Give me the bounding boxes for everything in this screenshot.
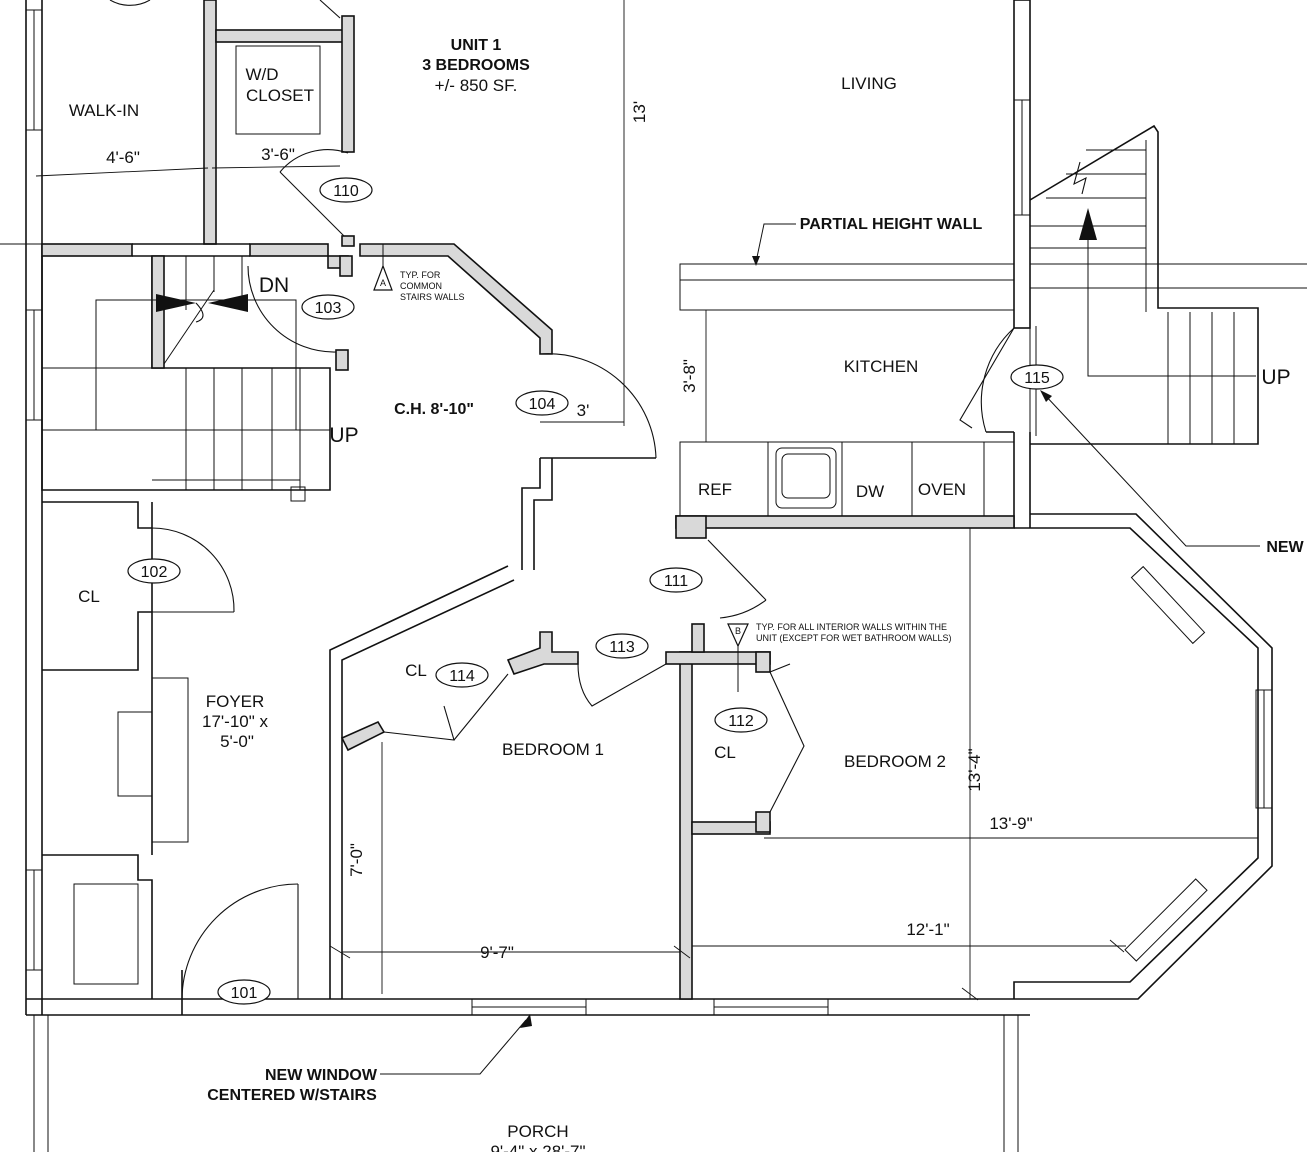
closet-112-label: CL [714,743,736,762]
foyer-label: FOYER [206,692,265,711]
door-tag-115: 115 [1024,370,1050,387]
bedroom-2-label: BEDROOM 2 [844,752,946,771]
dim-bedroom-2-inner: 12'-1" [906,920,949,939]
wall-tag-b: B TYP. FOR ALL INTERIOR WALLS WITHIN THE… [727,622,952,648]
wall-tag-a-note-3: STAIRS WALLS [400,292,465,302]
bedroom-1-label: BEDROOM 1 [502,740,604,759]
door-tag-110: 110 [333,183,359,200]
porch-size: 9'-4" x 28'-7" [490,1142,585,1152]
dim-kitchen-depth: 3'-8" [680,359,699,393]
dim-bedroom-2-depth: 13'-4" [965,748,984,791]
leaders [0,223,1260,1075]
kitchen-label: KITCHEN [844,357,919,376]
down-arrow-left [208,294,248,312]
stairs-down-label: DN [259,274,289,297]
stairs-up-right-label: UP [1261,366,1290,389]
sink-icon [775,447,837,509]
unit-area: +/- 850 SF. [435,76,518,95]
stair-treads [42,256,330,502]
bedroom-1 [329,565,771,1000]
bedroom-2 [691,528,1258,1001]
door-tag-114: 114 [449,668,475,685]
wall-tag-b-letter: B [735,626,741,636]
closet-114-label: CL [405,661,427,680]
exterior-walls [25,0,1273,1152]
room-labels: UNIT 1 3 BEDROOMS +/- 850 SF. WALK-IN W/… [69,37,966,1152]
door-tag-111: 111 [664,573,688,590]
common-hall [359,0,657,570]
foyer [42,670,299,1015]
door-tag-104: 104 [529,396,556,413]
wall-tag-a-note-2: COMMON [400,281,442,291]
note-labels: DN UP UP PARTIAL HEIGHT WALL NEW NEW WIN… [207,216,1304,1104]
door-tag-101: 101 [231,985,258,1002]
dimension-labels: 4'-6" 3'-6" 13' 3' 3'-8" 13'-4" 13'-9" 1… [106,101,1033,962]
wall-tag-a-letter: A [380,278,386,288]
door-tags: 110 103 104 102 111 113 114 112 115 101 [127,177,1064,1005]
dim-walk-in-width: 4'-6" [106,148,140,167]
dim-closet-width: 3'-6" [261,145,295,164]
wall-tag-b-note-2: UNIT (EXCEPT FOR WET BATHROOM WALLS) [756,633,952,643]
foyer-size-2: 5'-0" [220,732,254,751]
down-arrow-right [156,294,196,312]
new-window-note-2: CENTERED W/STAIRS [207,1087,377,1104]
stairs-up-left-label: UP [329,424,358,447]
wd-closet-label-2: CLOSET [246,86,314,105]
walk-in-label: WALK-IN [69,101,139,120]
dim-bedroom-1-depth: 7'-0" [347,843,366,877]
wall-tag-a-note-1: TYP. FOR [400,270,441,280]
up-arrow-icon [1079,208,1097,240]
foyer-size-1: 17'-10" x [202,712,268,731]
dim-living-depth: 13' [630,101,649,123]
wall-tag-a: A TYP. FOR COMMON STAIRS WALLS [373,244,465,302]
door-tag-102: 102 [141,564,168,581]
partial-height-wall-note: PARTIAL HEIGHT WALL [800,216,983,233]
new-note: NEW [1266,539,1304,556]
stairwell-left [41,255,353,502]
unit-title: UNIT 1 [451,37,502,54]
dw-label: DW [856,482,884,501]
dim-bedroom-1-width: 9'-7" [480,943,514,962]
door-tag-103: 103 [315,300,342,317]
kitchen [675,263,1015,539]
stairwell-right [1029,124,1307,445]
porch-label: PORCH [507,1122,568,1141]
new-window-note-1: NEW WINDOW [265,1067,378,1084]
unit-bedrooms: 3 BEDROOMS [422,57,530,74]
dim-bedroom-2-width: 13'-9" [989,814,1032,833]
closet-102 [42,501,235,671]
walk-in-area [35,0,355,257]
door-tag-113: 113 [609,639,635,656]
wd-closet-label-1: W/D [245,65,278,84]
oven-label: OVEN [918,480,966,499]
wall-tag-b-note-1: TYP. FOR ALL INTERIOR WALLS WITHIN THE [756,622,947,632]
dim-opening-104: 3' [577,401,590,420]
door-tag-112: 112 [728,713,754,730]
ceiling-height-label: C.H. 8'-10" [394,401,474,418]
living-label: LIVING [841,74,897,93]
closet-102-label: CL [78,587,100,606]
ref-label: REF [698,480,732,499]
